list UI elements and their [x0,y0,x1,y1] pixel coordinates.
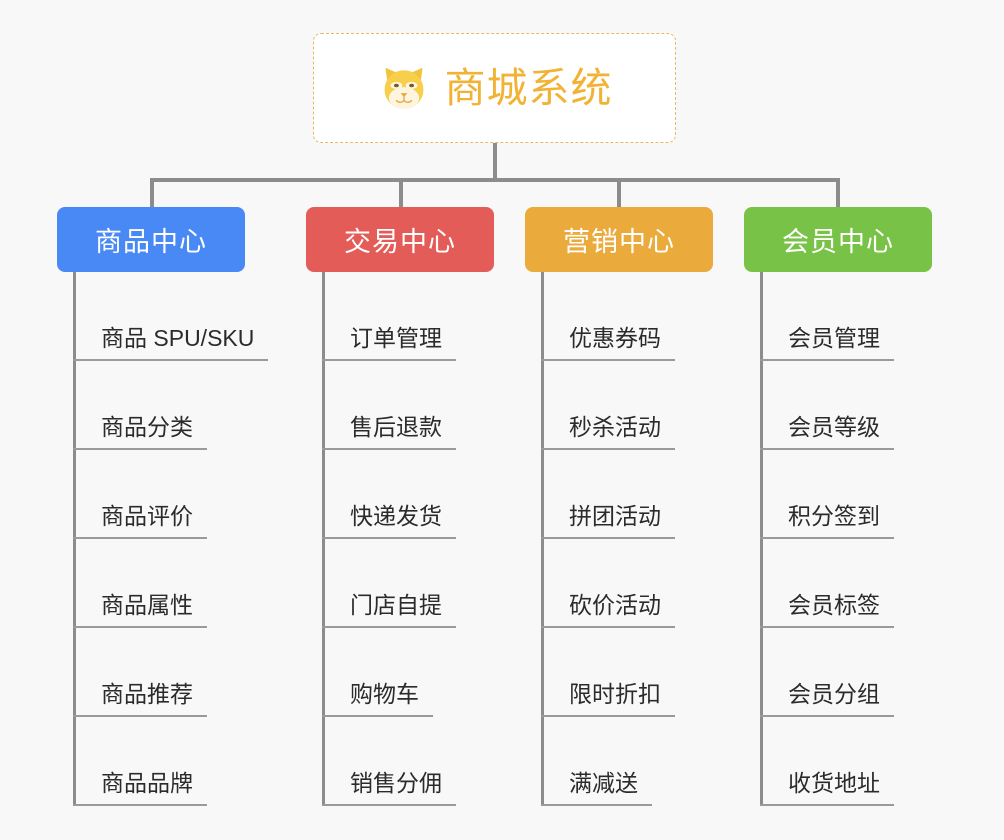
item-list-product: 商品 SPU/SKU 商品分类 商品评价 商品属性 商品推荐 商品品牌 [57,272,269,806]
list-item-label: 会员标签 [760,591,894,628]
list-item-label: 门店自提 [322,591,456,628]
list-item[interactable]: 拼团活动 [525,450,713,539]
list-item[interactable]: 会员等级 [744,361,932,450]
connector-drop-1 [150,178,154,209]
list-item[interactable]: 销售分佣 [306,717,494,806]
category-header-label: 商品中心 [95,227,207,257]
list-item[interactable]: 售后退款 [306,361,494,450]
list-item[interactable]: 积分签到 [744,450,932,539]
category-column-marketing: 营销中心 优惠券码 秒杀活动 拼团活动 砍价活动 限时折扣 满减送 [525,207,713,806]
column-spine [73,272,76,806]
list-item-label: 砍价活动 [541,591,675,628]
list-item-label: 商品属性 [73,591,207,628]
list-item[interactable]: 商品评价 [57,450,245,539]
connector-drop-3 [617,178,621,209]
list-item-label: 优惠券码 [541,324,675,361]
list-item[interactable]: 秒杀活动 [525,361,713,450]
list-item-label: 商品评价 [73,502,207,539]
list-item[interactable]: 会员管理 [744,272,932,361]
list-item[interactable]: 订单管理 [306,272,494,361]
connector-drop-4 [836,178,840,209]
list-item-label: 商品 SPU/SKU [73,324,269,361]
list-item-label: 售后退款 [322,413,456,450]
list-item-label: 销售分佣 [322,769,456,806]
category-header-label: 会员中心 [782,227,894,257]
category-header-label: 交易中心 [344,227,456,257]
list-item[interactable]: 优惠券码 [525,272,713,361]
root-node[interactable]: 商城系统 [313,33,676,143]
connector-root-stem [493,143,497,180]
column-spine [760,272,763,806]
list-item-label: 秒杀活动 [541,413,675,450]
list-item-label: 购物车 [322,680,433,717]
connector-horizontal-bus [150,178,840,182]
category-column-trade: 交易中心 订单管理 售后退款 快递发货 门店自提 购物车 销售分佣 [306,207,494,806]
list-item[interactable]: 快递发货 [306,450,494,539]
list-item-label: 商品推荐 [73,680,207,717]
column-spine [322,272,325,806]
category-header-label: 营销中心 [563,227,675,257]
list-item[interactable]: 商品推荐 [57,628,245,717]
category-column-product: 商品中心 商品 SPU/SKU 商品分类 商品评价 商品属性 商品推荐 商品品牌 [57,207,269,806]
list-item-label: 商品分类 [73,413,207,450]
category-header-product[interactable]: 商品中心 [57,207,245,272]
list-item[interactable]: 收货地址 [744,717,932,806]
list-item[interactable]: 满减送 [525,717,713,806]
shiba-dog-face-icon [377,61,431,115]
item-list-marketing: 优惠券码 秒杀活动 拼团活动 砍价活动 限时折扣 满减送 [525,272,713,806]
item-list-member: 会员管理 会员等级 积分签到 会员标签 会员分组 收货地址 [744,272,932,806]
list-item[interactable]: 限时折扣 [525,628,713,717]
category-header-member[interactable]: 会员中心 [744,207,932,272]
list-item[interactable]: 商品 SPU/SKU [57,272,269,361]
list-item-label: 满减送 [541,769,652,806]
list-item[interactable]: 购物车 [306,628,494,717]
list-item-label: 会员管理 [760,324,894,361]
list-item-label: 积分签到 [760,502,894,539]
list-item[interactable]: 商品属性 [57,539,245,628]
list-item-label: 拼团活动 [541,502,675,539]
category-header-marketing[interactable]: 营销中心 [525,207,713,272]
list-item-label: 收货地址 [760,769,894,806]
list-item[interactable]: 砍价活动 [525,539,713,628]
list-item[interactable]: 会员标签 [744,539,932,628]
category-column-member: 会员中心 会员管理 会员等级 积分签到 会员标签 会员分组 收货地址 [744,207,932,806]
list-item-label: 快递发货 [322,502,456,539]
connector-drop-2 [399,178,403,209]
list-item-label: 订单管理 [322,324,456,361]
list-item-label: 商品品牌 [73,769,207,806]
list-item[interactable]: 商品分类 [57,361,245,450]
item-list-trade: 订单管理 售后退款 快递发货 门店自提 购物车 销售分佣 [306,272,494,806]
list-item[interactable]: 会员分组 [744,628,932,717]
list-item[interactable]: 商品品牌 [57,717,245,806]
root-title: 商城系统 [444,64,613,111]
list-item[interactable]: 门店自提 [306,539,494,628]
category-header-trade[interactable]: 交易中心 [306,207,494,272]
column-spine [541,272,544,806]
list-item-label: 会员等级 [760,413,894,450]
list-item-label: 限时折扣 [541,680,675,717]
list-item-label: 会员分组 [760,680,894,717]
